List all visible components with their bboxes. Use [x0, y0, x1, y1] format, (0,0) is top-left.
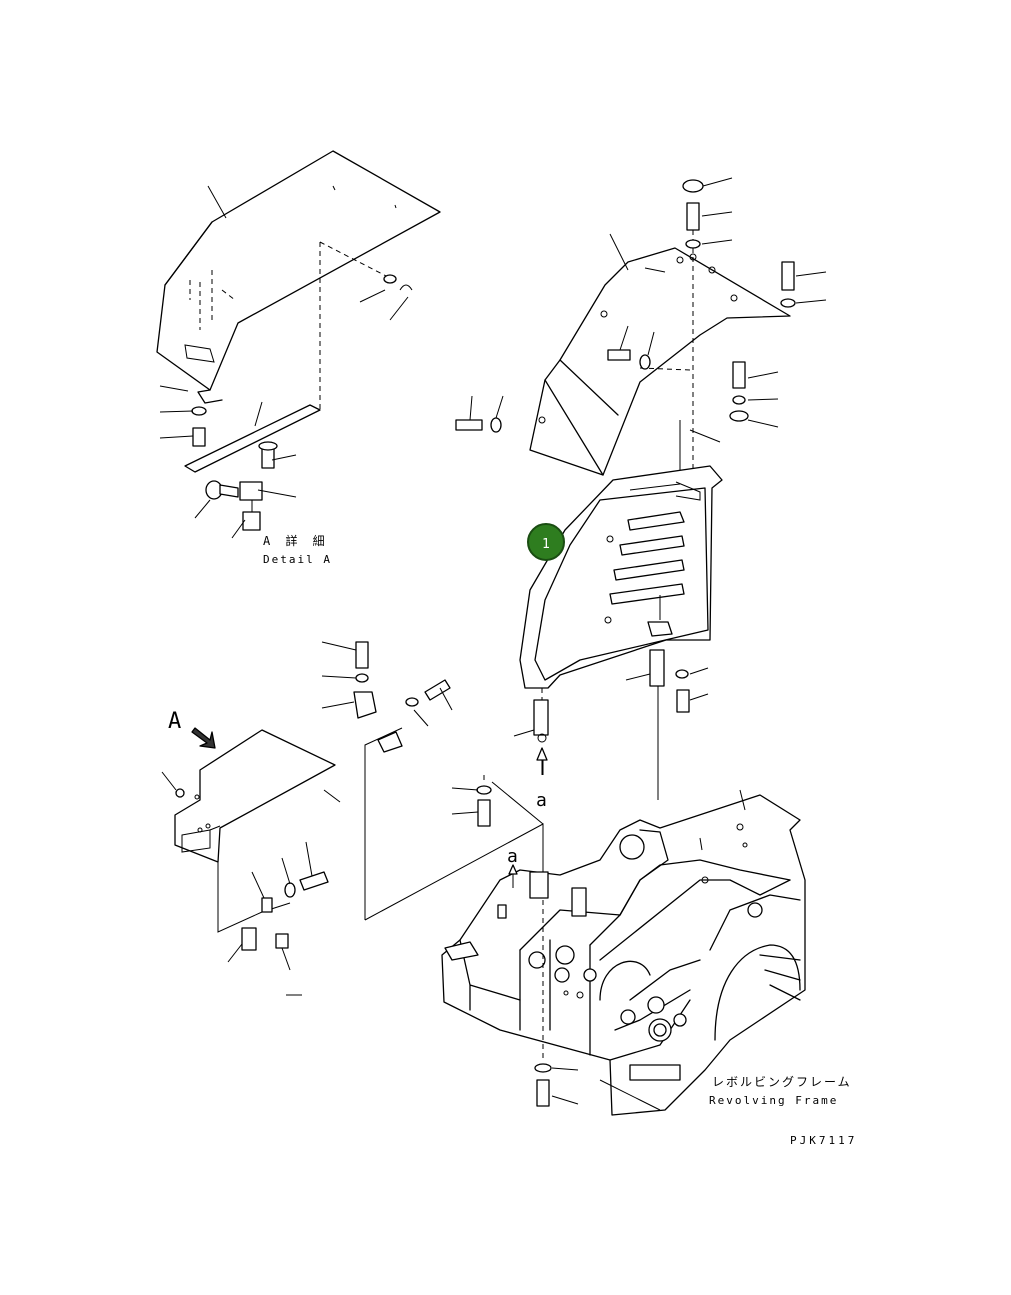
top-cover-assembly — [455, 177, 827, 490]
arrow-label-a-2: a — [507, 846, 518, 867]
detail-a-assembly — [156, 150, 441, 539]
arrow-a-lower — [508, 864, 518, 888]
view-arrow — [191, 727, 216, 749]
frame-label-jp: レボルビングフレーム — [712, 1075, 852, 1089]
frame-bolts — [451, 775, 579, 1107]
revolving-frame — [441, 789, 806, 1116]
arrow-label-a-1: a — [536, 790, 547, 811]
side-cover-assembly — [161, 641, 544, 996]
callout-number: 1 — [542, 537, 550, 552]
drawing-code: PJK7117 — [790, 1134, 857, 1147]
view-marker-a: A — [168, 709, 181, 734]
louver-cover — [513, 465, 723, 800]
callout-marker-1[interactable]: 1 — [527, 523, 565, 561]
detail-a-label-jp: A 詳 細 — [263, 533, 329, 548]
frame-label-en: Revolving Frame — [709, 1094, 838, 1107]
detail-a-label-en: Detail A — [263, 553, 332, 566]
